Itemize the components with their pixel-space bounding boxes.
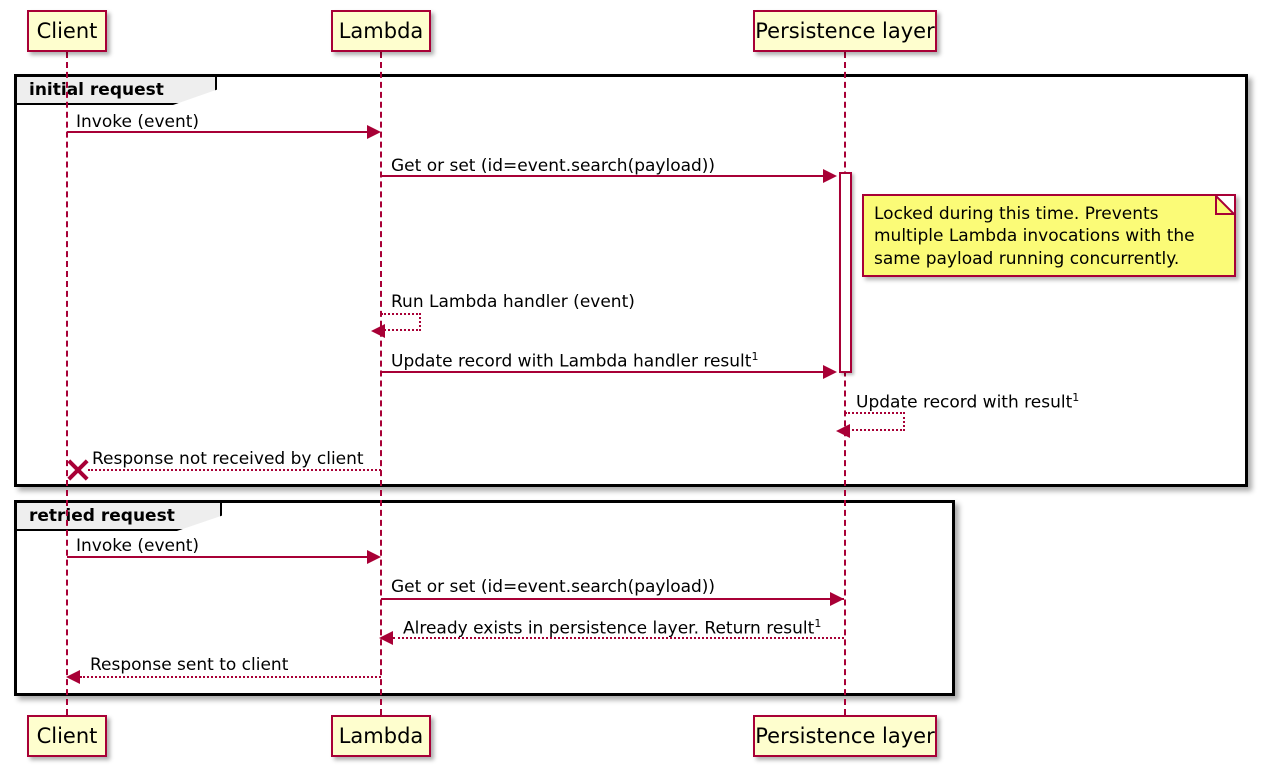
message-line-m4 <box>381 371 825 373</box>
participant-label: Lambda <box>338 723 424 748</box>
participant-persistence-top[interactable]: Persistence layer <box>753 10 937 52</box>
participant-label: Client <box>36 723 98 748</box>
message-line-m8 <box>381 598 844 600</box>
note-locked-during-this-time: Locked during this time. Prevents multip… <box>862 194 1236 277</box>
message-arrowhead-m4 <box>823 365 837 379</box>
activation-bar-persistence <box>839 172 852 373</box>
participant-lambda-bottom[interactable]: Lambda <box>331 715 431 757</box>
message-arrowhead-m1 <box>367 125 381 139</box>
message-line-m1 <box>67 131 369 133</box>
note-line: Locked during this time. Prevents <box>874 204 1159 224</box>
footnote-marker: 1 <box>1072 391 1080 404</box>
message-line-m6 <box>88 469 381 471</box>
lost-message-x-icon <box>65 457 91 483</box>
message-line-m7 <box>67 556 369 558</box>
message-selfloop-m3 <box>381 313 421 331</box>
group-label-text: initial request <box>29 80 164 100</box>
group-label-text: retried request <box>29 506 175 526</box>
lifeline-persistence <box>844 52 846 715</box>
group-frame-initial-request <box>14 74 1248 487</box>
participant-persistence-bottom[interactable]: Persistence layer <box>753 715 937 757</box>
footnote-marker: 1 <box>751 350 759 363</box>
message-arrowhead-m5 <box>836 424 850 438</box>
message-label-m3: Run Lambda handler (event) <box>391 292 635 312</box>
message-arrowhead-m10 <box>66 670 80 684</box>
message-label-m10: Response sent to client <box>90 655 289 675</box>
participant-client-bottom[interactable]: Client <box>27 715 107 757</box>
note-line: multiple Lambda invocations with the <box>874 226 1195 247</box>
message-arrowhead-m3 <box>371 324 385 338</box>
message-line-m10 <box>80 676 381 678</box>
message-line-m9 <box>393 637 844 639</box>
message-label-m1: Invoke (event) <box>76 112 200 132</box>
message-label-m7: Invoke (event) <box>76 536 200 556</box>
participant-lambda-top[interactable]: Lambda <box>331 10 431 52</box>
note-line: same payload running concurrently. <box>874 248 1180 269</box>
participant-label: Client <box>36 18 98 43</box>
message-label-m8: Get or set (id=event.search(payload)) <box>391 577 716 597</box>
message-label-m5: Update record with result1 <box>856 391 1080 413</box>
message-line-m2 <box>381 175 825 177</box>
note-fold-icon <box>1216 196 1234 214</box>
message-label-m2: Get or set (id=event.search(payload)) <box>391 156 716 176</box>
group-label-initial-request: initial request <box>17 77 217 105</box>
message-label-m6: Response not received by client <box>92 449 364 469</box>
message-arrowhead-m9 <box>379 631 393 645</box>
message-label-m4: Update record with Lambda handler result… <box>391 350 759 372</box>
group-frame-retried-request <box>14 500 955 696</box>
participant-label: Lambda <box>338 18 424 43</box>
lifeline-lambda <box>380 52 382 715</box>
message-label-m9: Already exists in persistence layer. Ret… <box>403 617 822 639</box>
message-selfloop-m5 <box>845 412 905 431</box>
participant-label: Persistence layer <box>755 18 935 43</box>
participant-client-top[interactable]: Client <box>27 10 107 52</box>
message-arrowhead-m7 <box>367 550 381 564</box>
message-arrowhead-m2 <box>823 169 837 183</box>
participant-label: Persistence layer <box>755 723 935 748</box>
group-label-retried-request: retried request <box>17 503 222 531</box>
message-arrowhead-m8 <box>830 592 844 606</box>
lifeline-client <box>66 52 68 715</box>
footnote-marker: 1 <box>814 617 822 630</box>
